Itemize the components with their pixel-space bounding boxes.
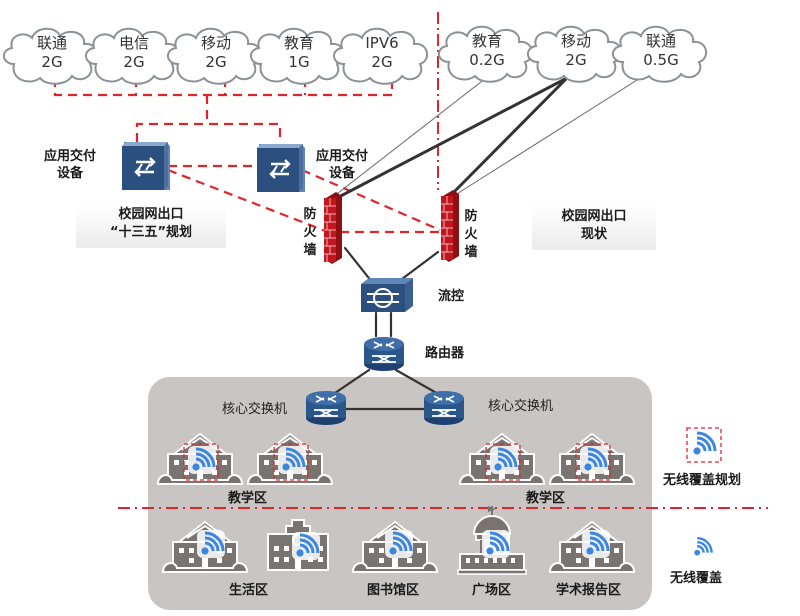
isp-name: 教育 xyxy=(283,34,314,52)
isp-bandwidth: 2G xyxy=(41,53,63,71)
router-label: 路由器 xyxy=(425,346,465,361)
isp-name: 移动 xyxy=(560,32,591,50)
zone-library: 图书馆区 xyxy=(367,583,420,598)
legend-existing-label: 无线覆盖 xyxy=(670,571,723,586)
adc-right-label-line2: 设备 xyxy=(329,166,356,181)
firewall-right-label: 防 火 墙 xyxy=(463,208,479,262)
core-switch-left-label: 核心交换机 xyxy=(222,402,288,417)
isp-name: 电信 xyxy=(118,34,149,52)
isp-name: 移动 xyxy=(200,34,231,52)
isp-bandwidth: 2G xyxy=(205,53,227,71)
isp-name: 联通 xyxy=(645,32,676,50)
current-box-label: 校园网出口 现状 xyxy=(532,204,656,250)
zone-teaching-left: 教学区 xyxy=(228,491,268,506)
fw-char: 防 xyxy=(303,207,317,222)
isp-name: 联通 xyxy=(36,34,67,52)
adc-device-left xyxy=(120,140,172,192)
legend-existing-wifi-icon xyxy=(689,534,715,560)
isp-bandwidth: 1G xyxy=(288,53,310,71)
zone-auditorium: 学术报告区 xyxy=(556,583,622,598)
plan-box-line1: 校园网出口 xyxy=(118,207,184,222)
plan-box-label: 校园网出口 “十三五”规划 xyxy=(76,206,226,248)
zone-plaza: 广场区 xyxy=(472,583,512,598)
firewall-left xyxy=(323,191,343,265)
isp-name: IPV6 xyxy=(365,34,399,52)
fw-char: 防 xyxy=(464,209,478,224)
isp-bandwidth: 2G xyxy=(371,53,393,71)
isp-bandwidth: 0.5G xyxy=(643,51,679,69)
zone-living: 生活区 xyxy=(229,583,269,598)
zone-teaching-right: 教学区 xyxy=(526,491,566,506)
fw-char: 火 xyxy=(464,227,478,242)
adc-left-label-line2: 设备 xyxy=(57,166,84,181)
plan-box-line2: “十三五”规划 xyxy=(109,225,193,240)
core-switch-right-label: 核心交换机 xyxy=(488,399,554,414)
router-device xyxy=(363,336,405,372)
current-box-line2: 现状 xyxy=(580,227,607,242)
adc-left-label-line1: 应用交付 xyxy=(44,149,97,164)
fw-char: 墙 xyxy=(464,245,478,260)
core-switch-left xyxy=(305,390,347,426)
adc-device-right xyxy=(255,142,307,194)
isp-bandwidth: 2G xyxy=(123,53,145,71)
fw-char: 墙 xyxy=(303,243,317,258)
isp-name: 教育 xyxy=(471,32,502,50)
building-teaching-1 xyxy=(157,433,243,485)
building-teaching-4 xyxy=(549,433,635,485)
adc-left-label: 应用交付 设备 xyxy=(44,148,96,182)
isp-bandwidth: 0.2G xyxy=(469,51,505,69)
core-switch-right xyxy=(423,390,465,426)
isp-bandwidth: 2G xyxy=(565,51,587,69)
adc-right-label: 应用交付 设备 xyxy=(316,148,368,182)
flow-control-label: 流控 xyxy=(438,289,465,304)
current-box-line1: 校园网出口 xyxy=(561,209,627,224)
building-teaching-3 xyxy=(459,433,545,485)
firewall-left-label: 防 火 墙 xyxy=(302,206,318,260)
adc-right-label-line1: 应用交付 xyxy=(316,149,369,164)
flow-control-device xyxy=(361,278,413,312)
legend-planned-label: 无线覆盖规划 xyxy=(663,473,742,488)
fw-char: 火 xyxy=(303,225,317,240)
firewall-right xyxy=(440,189,460,263)
current-links xyxy=(330,74,646,411)
building-teaching-2 xyxy=(247,433,333,485)
legend-planned-wifi-icon xyxy=(686,427,722,463)
